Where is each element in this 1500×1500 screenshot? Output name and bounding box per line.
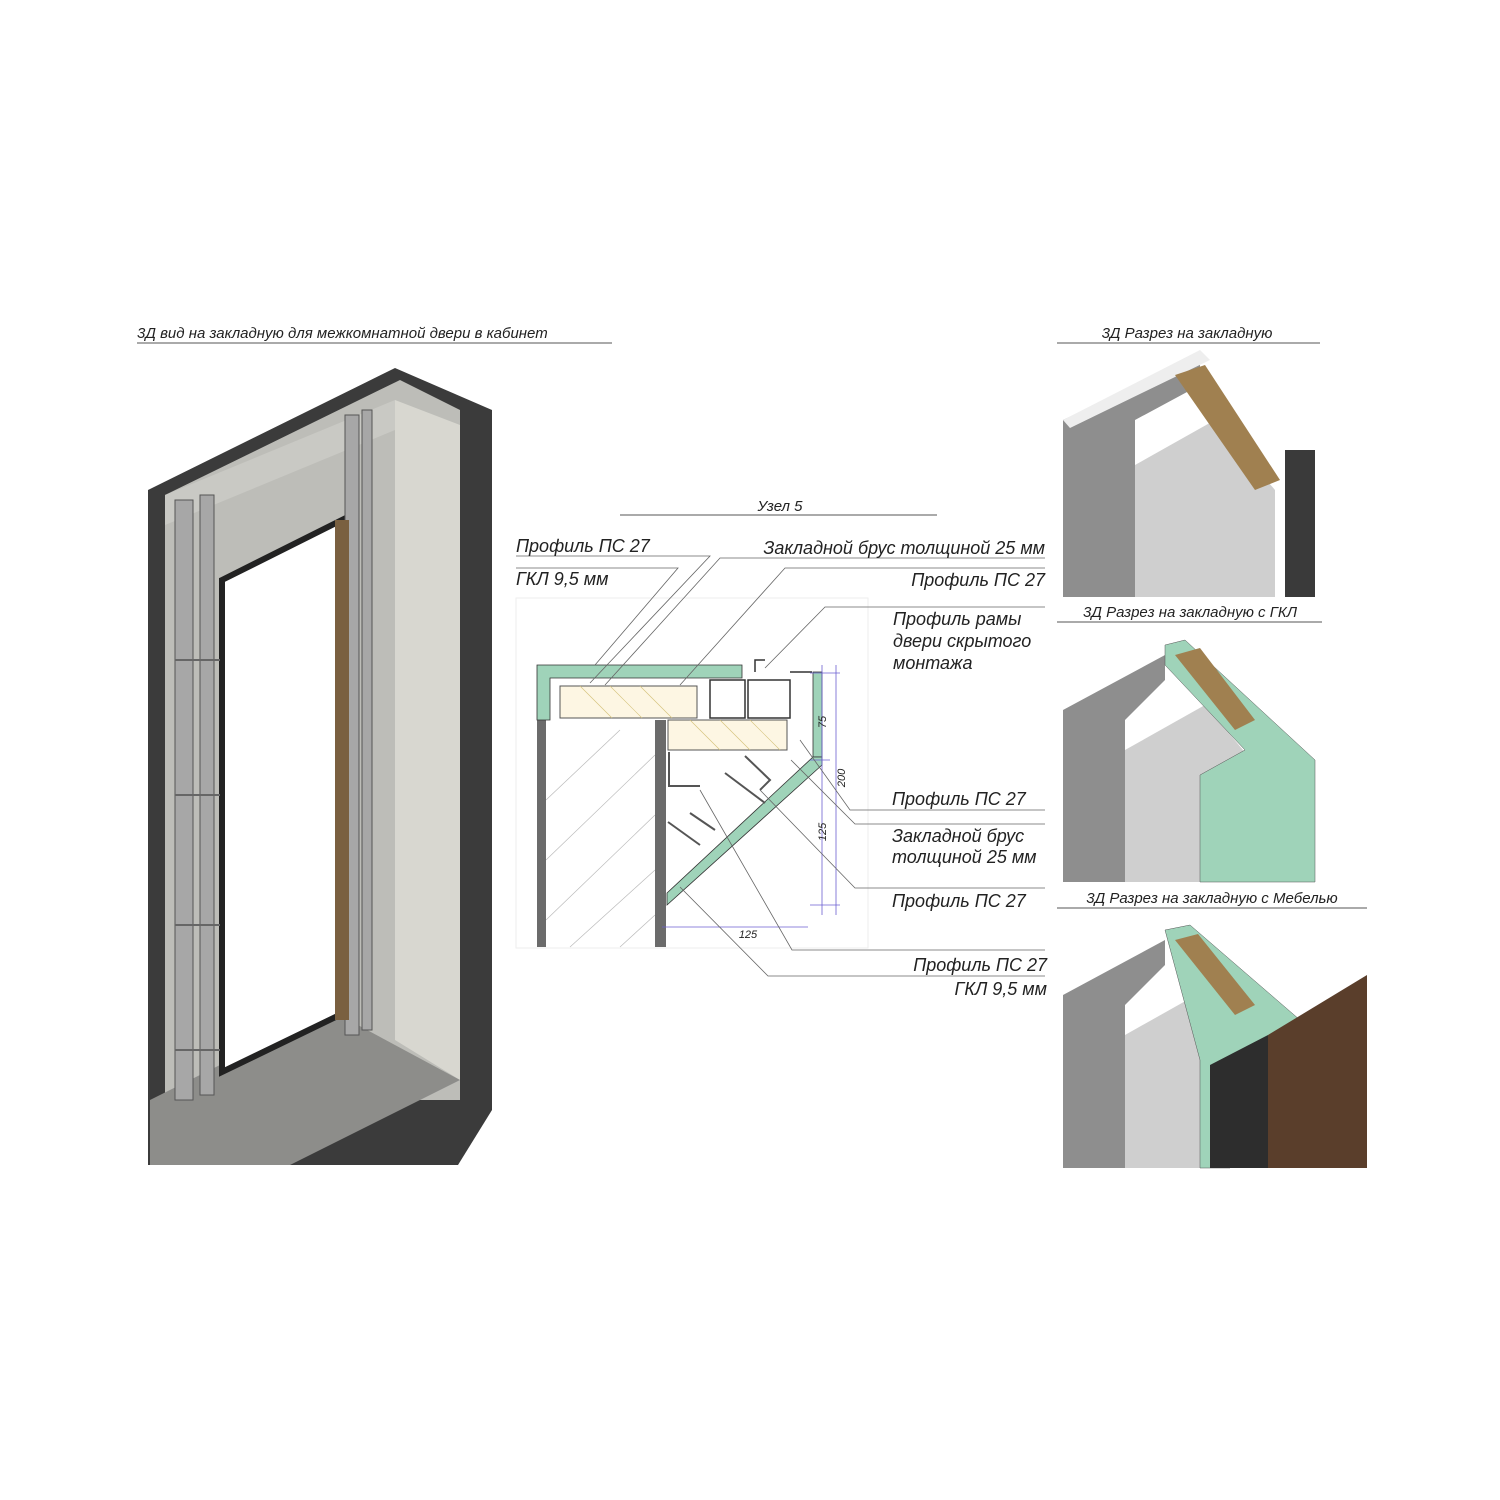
wood-beam xyxy=(1175,648,1255,730)
wall-left xyxy=(537,720,546,947)
embedded-beam-mid xyxy=(667,719,788,751)
furniture-panel xyxy=(1268,975,1367,1168)
concrete-block xyxy=(1063,355,1200,597)
section-view-2: 3Д Разрез на закладную с ГКЛ xyxy=(1057,604,1322,883)
dim-125-vertical: 125 xyxy=(817,822,829,841)
embedded-beam-top xyxy=(559,685,698,719)
label-profile-ps27-low: Профиль ПС 27 xyxy=(892,891,1027,911)
dim-200: 200 xyxy=(836,768,848,788)
detail-title: Узел 5 xyxy=(756,498,803,515)
ps27-profiles xyxy=(667,752,772,846)
left-view-title: 3Д вид на закладную для межкомнатной две… xyxy=(137,325,548,342)
label-gkl-top-left: ГКЛ 9,5 мм xyxy=(516,569,608,589)
wall-hatch xyxy=(545,729,656,948)
door-frame-profile xyxy=(709,659,812,719)
wood-beam xyxy=(1175,365,1280,490)
concrete-block xyxy=(1063,655,1165,882)
wood-beam xyxy=(1175,934,1255,1015)
wall-right xyxy=(655,720,666,947)
label-profile-ps27-mid: Профиль ПС 27 xyxy=(892,789,1027,809)
door-leaf xyxy=(1210,1035,1268,1168)
horizontal-studs xyxy=(175,659,220,1051)
detail-node-5: Узел 5 xyxy=(515,498,1048,999)
leader-lines xyxy=(516,555,1045,977)
label-door-frame-2: двери скрытого xyxy=(893,631,1031,651)
label-beam-top: Закладной брус толщиной 25 мм xyxy=(763,538,1045,558)
plaster-edge xyxy=(1063,350,1210,428)
section-view-1: 3Д Разрез на закладную xyxy=(1057,325,1320,597)
label-beam-mid-1: Закладной брус xyxy=(892,826,1024,846)
left-3d-view: 3Д вид на закладную для межкомнатной две… xyxy=(137,325,612,1165)
gkl-board xyxy=(536,664,823,906)
floor-threshold xyxy=(150,1010,460,1165)
label-beam-mid-2: толщиной 25 мм xyxy=(892,847,1037,867)
door-frame xyxy=(1285,450,1315,597)
head-top xyxy=(165,400,395,525)
dim-75: 75 xyxy=(817,715,829,728)
label-gkl-bottom: ГКЛ 9,5 мм xyxy=(955,979,1047,999)
label-profile-ps27-bottom: Профиль ПС 27 xyxy=(913,955,1048,975)
label-profile-ps27-top-right: Профиль ПС 27 xyxy=(911,570,1046,590)
dim-125-horizontal: 125 xyxy=(739,929,758,941)
metal-studs xyxy=(174,409,373,1101)
section-3-title: 3Д Разрез на закладную с Мебелью xyxy=(1086,890,1337,907)
label-profile-ps27-top-left: Профиль ПС 27 xyxy=(516,536,651,556)
jamb-right xyxy=(395,400,460,1080)
section-2-title: 3Д Разрез на закладную с ГКЛ xyxy=(1083,604,1298,621)
gkl-cladding xyxy=(1164,639,1316,883)
concrete-block xyxy=(1063,940,1165,1168)
section-1-title: 3Д Разрез на закладную xyxy=(1102,325,1273,342)
wood-beam xyxy=(335,520,349,1020)
beam-hatch xyxy=(579,685,781,751)
door-opening xyxy=(219,511,353,1077)
label-door-frame-1: Профиль рамы xyxy=(893,609,1021,629)
section-view-3: 3Д Разрез на закладную с Мебелью xyxy=(1057,890,1367,1169)
label-door-frame-3: монтажа xyxy=(893,653,972,673)
detail-frame xyxy=(515,597,869,949)
